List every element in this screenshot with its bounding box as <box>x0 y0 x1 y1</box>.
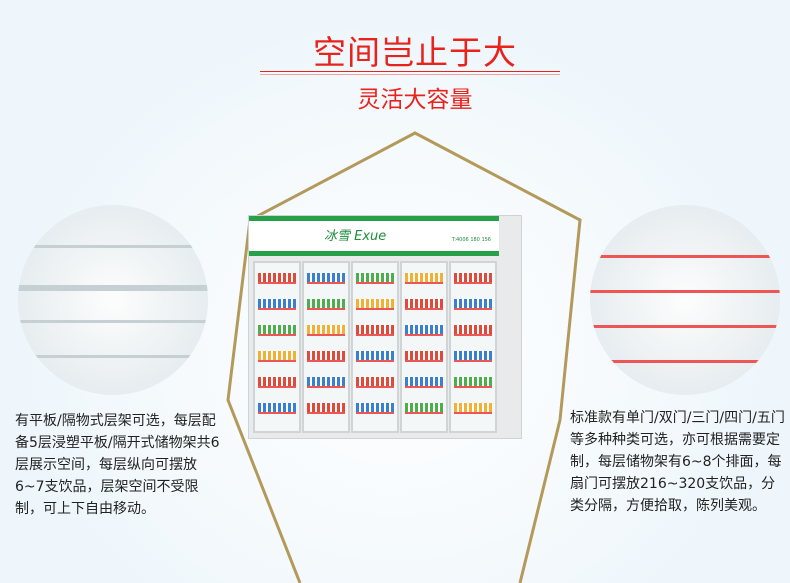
shelf-products <box>258 403 296 414</box>
shelf-products <box>307 403 345 414</box>
shelf-products <box>356 273 394 284</box>
shelf-products <box>405 299 443 310</box>
right-feature-text: 标准款有单门/双门/三门/四门/五门等多种种类可选，亦可根据需要定制，每层储物架… <box>570 410 785 514</box>
shelf-detail-image <box>18 205 208 395</box>
fridge-door <box>302 261 350 433</box>
phone-number: T:4006 180 156 <box>451 237 491 243</box>
shelf-products <box>356 403 394 414</box>
shelf-products <box>405 403 443 414</box>
shelf-products <box>258 377 296 388</box>
divider <box>260 71 560 72</box>
shelf-products <box>405 351 443 362</box>
shelf-products <box>258 273 296 284</box>
shelf-products <box>307 273 345 284</box>
shelf-products <box>454 403 492 414</box>
shelf-products <box>454 273 492 284</box>
brand-logo: 冰雪 Exue <box>324 229 387 244</box>
door-detail-image <box>590 205 780 395</box>
shelf-products <box>307 325 345 336</box>
shelf-products <box>356 351 394 362</box>
shelf-products <box>356 299 394 310</box>
shelf-products <box>454 351 492 362</box>
shelf-products <box>405 377 443 388</box>
page-subtitle: 灵活大容量 <box>357 87 473 113</box>
shelf-products <box>405 273 443 284</box>
shelf-products <box>307 377 345 388</box>
shelf-products <box>454 299 492 310</box>
shelf-products <box>454 377 492 388</box>
shelf-products <box>258 325 296 336</box>
fridge-door <box>253 261 301 433</box>
shelf-products <box>405 325 443 336</box>
divider <box>260 74 560 75</box>
left-feature-text: 有平板/隔物式层架可选，每层配备5层浸塑平板/隔开式储物架共6层展示空间，每层纵… <box>15 413 220 517</box>
refrigerator-image: 冰雪 Exue T:4006 180 156 <box>248 215 522 439</box>
shelf-products <box>258 351 296 362</box>
shelf-products <box>307 299 345 310</box>
fridge-door <box>400 261 448 433</box>
shelf-products <box>307 351 345 362</box>
fridge-door <box>449 261 497 433</box>
shelf-products <box>454 325 492 336</box>
shelf-products <box>356 377 394 388</box>
shelf-products <box>258 299 296 310</box>
shelf-products <box>356 325 394 336</box>
fridge-door <box>351 261 399 433</box>
brand-sign: 冰雪 Exue T:4006 180 156 <box>249 216 499 256</box>
page-title: 空间岂止于大 <box>313 33 517 72</box>
